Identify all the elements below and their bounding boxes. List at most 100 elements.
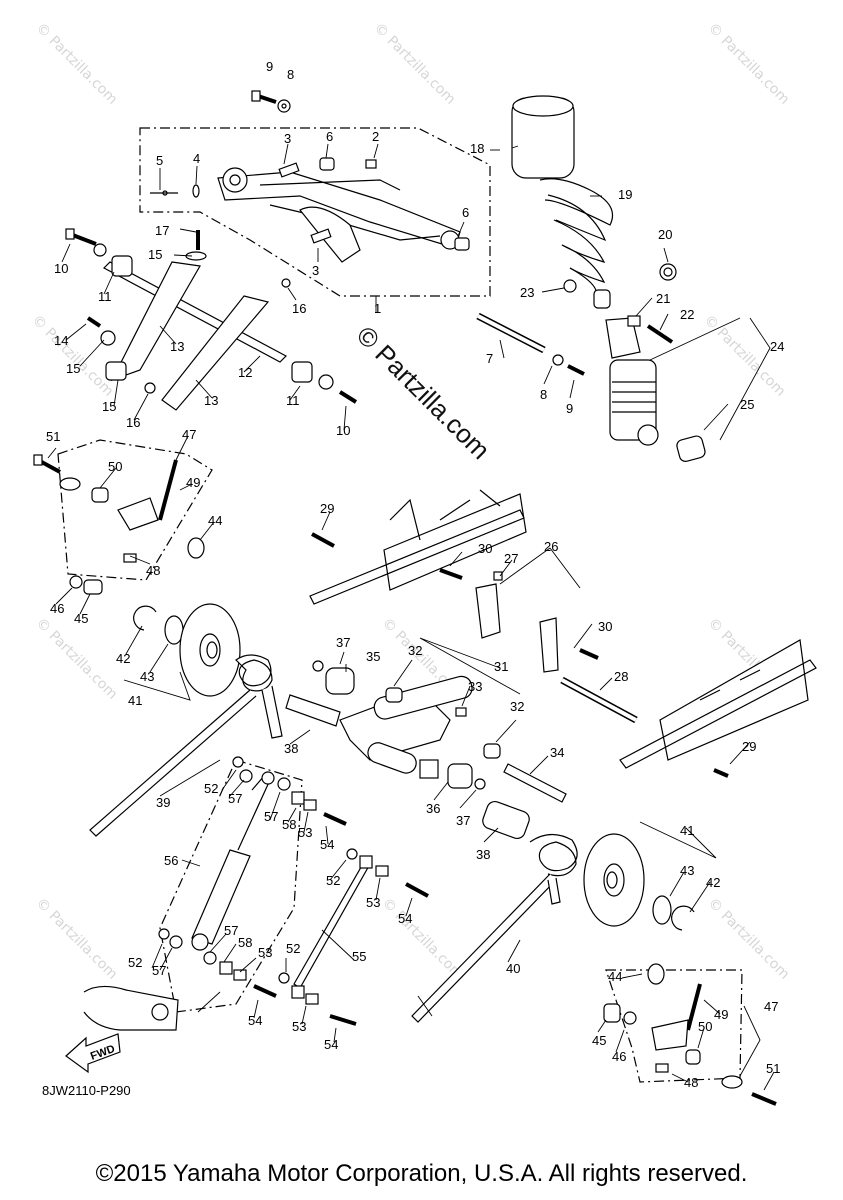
group-box-right-wheel bbox=[605, 969, 743, 1083]
callout-56: 56 bbox=[164, 853, 179, 868]
callout-2: 2 bbox=[372, 129, 380, 144]
washer-57d bbox=[203, 951, 217, 965]
collar-53b bbox=[375, 865, 389, 877]
callout-45: 45 bbox=[74, 611, 89, 626]
wheel-41b bbox=[583, 833, 645, 927]
callout-1: 1 bbox=[374, 301, 382, 316]
callout-49: 49 bbox=[186, 475, 201, 490]
washer-57a bbox=[239, 769, 253, 783]
bolt-54c bbox=[253, 984, 277, 998]
callout-6: 6 bbox=[326, 129, 334, 144]
bushing-32a bbox=[385, 687, 403, 703]
slide-rail-lower bbox=[619, 639, 817, 769]
callout-55: 55 bbox=[352, 949, 367, 964]
callout-11: 11 bbox=[98, 289, 112, 304]
bracket-left bbox=[117, 497, 159, 531]
callout-4: 4 bbox=[193, 151, 201, 166]
bolt-49a bbox=[158, 459, 178, 521]
callout-54: 54 bbox=[248, 1013, 263, 1028]
callout-36: 36 bbox=[426, 801, 441, 816]
callout-53: 53 bbox=[298, 825, 313, 840]
washer-46b bbox=[623, 1011, 637, 1025]
callout-44: 44 bbox=[208, 513, 223, 528]
callout-5: 5 bbox=[156, 153, 164, 168]
callout-11: 11 bbox=[286, 393, 300, 408]
pivot-frame-31 bbox=[339, 675, 473, 779]
callout-21: 21 bbox=[656, 291, 671, 306]
collar-53a bbox=[303, 799, 317, 811]
callout-46: 46 bbox=[50, 601, 65, 616]
callout-33: 33 bbox=[468, 679, 483, 694]
bearing-43b bbox=[652, 895, 672, 925]
wheel-41a bbox=[179, 603, 241, 697]
washer-10-side bbox=[318, 374, 334, 390]
callout-15: 15 bbox=[148, 247, 163, 262]
collar-15b bbox=[105, 361, 127, 381]
callout-43: 43 bbox=[140, 669, 155, 684]
collar-16a bbox=[281, 278, 291, 288]
collar-11b bbox=[291, 361, 313, 383]
group-box-front-shock bbox=[159, 759, 303, 1013]
bolt-10a bbox=[65, 228, 97, 246]
callout-43: 43 bbox=[680, 863, 695, 878]
group-box-left-wheel bbox=[57, 439, 213, 581]
callout-8: 8 bbox=[287, 67, 295, 82]
clip-20 bbox=[659, 263, 677, 281]
callout-23: 23 bbox=[520, 285, 535, 300]
callout-51: 51 bbox=[46, 429, 61, 444]
washer-37a bbox=[312, 660, 324, 672]
callout-51: 51 bbox=[766, 1061, 781, 1076]
nut-52d bbox=[278, 972, 290, 984]
callout-10: 10 bbox=[54, 261, 69, 276]
callout-14: 14 bbox=[54, 333, 69, 348]
washer-44b bbox=[647, 963, 665, 985]
callout-47: 47 bbox=[182, 427, 197, 442]
shaft-7 bbox=[476, 312, 546, 354]
callout-13: 13 bbox=[204, 393, 219, 408]
callout-35: 35 bbox=[366, 649, 381, 664]
clip-42b bbox=[671, 905, 695, 931]
callout-19: 19 bbox=[618, 187, 633, 202]
callout-25: 25 bbox=[740, 397, 755, 412]
shaft-34 bbox=[503, 763, 567, 803]
collar-top-55 bbox=[359, 855, 373, 869]
callout-29: 29 bbox=[320, 501, 335, 516]
callout-29: 29 bbox=[742, 739, 757, 754]
callout-53: 53 bbox=[292, 1019, 307, 1034]
callout-45: 45 bbox=[592, 1033, 607, 1048]
callout-15: 15 bbox=[102, 399, 117, 414]
callout-50: 50 bbox=[108, 459, 123, 474]
callout-46: 46 bbox=[612, 1049, 627, 1064]
collar-38b bbox=[482, 800, 530, 840]
callout-39: 39 bbox=[156, 795, 171, 810]
callout-7: 7 bbox=[486, 351, 494, 366]
callout-57: 57 bbox=[224, 923, 239, 938]
grease-nipple-33 bbox=[455, 707, 467, 717]
bracket-26b bbox=[539, 617, 559, 673]
copyright-notice: ©2015 Yamaha Motor Corporation, U.S.A. A… bbox=[95, 1160, 748, 1187]
bushing-32b bbox=[483, 743, 501, 759]
callout-37: 37 bbox=[456, 813, 471, 828]
callout-10: 10 bbox=[336, 423, 351, 438]
bolt-9-top bbox=[251, 90, 277, 104]
washer-4 bbox=[192, 184, 200, 198]
callout-16: 16 bbox=[126, 415, 141, 430]
callout-16: 16 bbox=[292, 301, 307, 316]
callout-38: 38 bbox=[476, 847, 491, 862]
washer-15a bbox=[100, 330, 116, 346]
callout-30: 30 bbox=[598, 619, 613, 634]
washer-44a bbox=[187, 537, 205, 559]
callout-9: 9 bbox=[266, 59, 274, 74]
link-13b bbox=[161, 295, 270, 411]
callout-49: 49 bbox=[714, 1007, 729, 1022]
cap-left bbox=[59, 477, 81, 491]
bolt-49b bbox=[686, 983, 702, 1031]
callout-3: 3 bbox=[312, 263, 320, 278]
bolt-14 bbox=[86, 316, 102, 328]
callout-20: 20 bbox=[658, 227, 673, 242]
callout-3: 3 bbox=[284, 131, 292, 146]
callout-22: 22 bbox=[680, 307, 695, 322]
fwd-arrow-icon bbox=[65, 1033, 121, 1074]
pin-5 bbox=[150, 190, 178, 196]
